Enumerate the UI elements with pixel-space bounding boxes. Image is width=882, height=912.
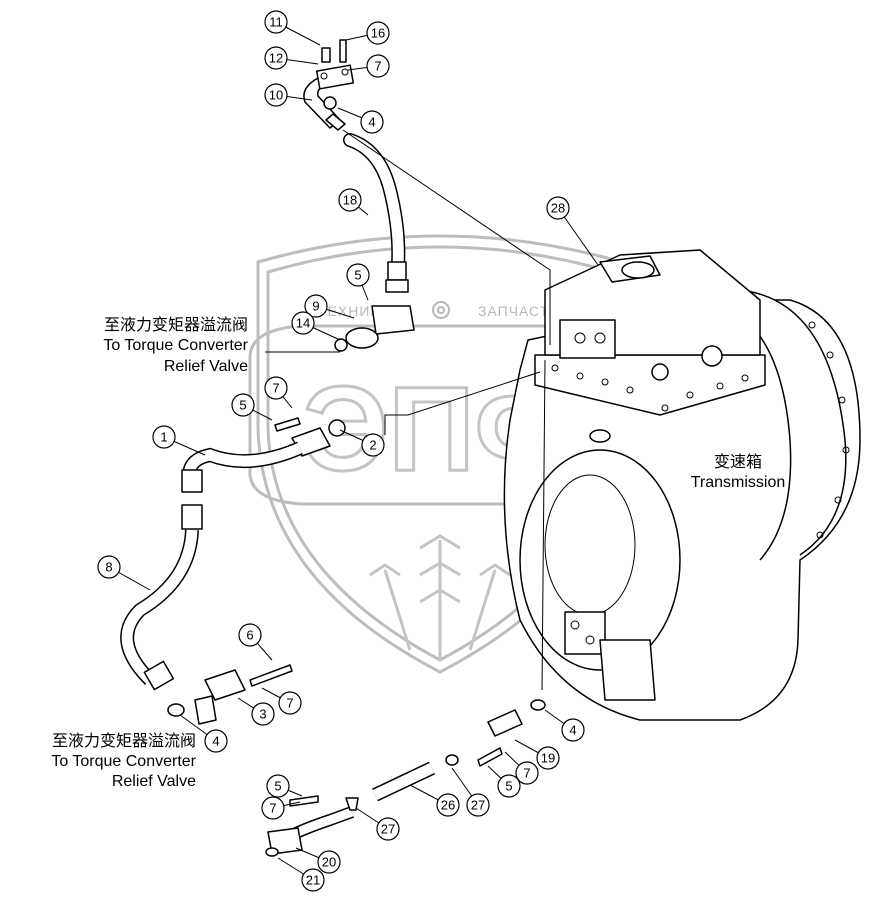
callout-number: 5	[505, 779, 512, 794]
callout-number: 28	[551, 201, 565, 216]
callout-number: 11	[269, 15, 283, 30]
callout-number: 27	[471, 798, 485, 813]
callout-number: 1	[160, 430, 167, 445]
callout-5: 5	[487, 765, 521, 798]
callout-27: 27	[355, 807, 400, 841]
svg-text:Relief Valve: Relief Valve	[164, 358, 248, 375]
callout-27: 27	[451, 767, 490, 817]
watermark-brand-right: ЗАПЧАСТИ	[478, 303, 560, 319]
callout-number: 4	[569, 723, 576, 738]
callout-number: 18	[343, 193, 357, 208]
callout-10: 10	[264, 83, 313, 107]
callout-7: 7	[264, 376, 293, 409]
watermark-brand-left: ТЕХНИКА	[318, 303, 390, 319]
callout-number: 10	[269, 88, 283, 103]
callout-number: 19	[541, 751, 555, 766]
callout-28: 28	[546, 196, 599, 266]
callout-number: 20	[322, 855, 336, 870]
callout-11: 11	[264, 10, 321, 46]
callout-16: 16	[345, 21, 390, 45]
callout-number: 9	[312, 299, 319, 314]
callout-number: 12	[269, 51, 283, 66]
callout-9: 9	[304, 294, 355, 319]
svg-text:Transmission: Transmission	[691, 474, 786, 491]
callout-14: 14	[291, 311, 341, 341]
callout-12: 12	[264, 46, 319, 70]
callout-19: 19	[514, 739, 560, 770]
callout-5: 5	[266, 774, 303, 798]
callout-number: 6	[246, 628, 253, 643]
callout-7: 7	[347, 54, 390, 78]
hose-assembly	[120, 39, 546, 857]
transmission-housing	[503, 249, 861, 721]
callout-7: 7	[261, 687, 302, 715]
callout-4: 4	[337, 107, 384, 134]
callout-20: 20	[295, 847, 341, 874]
label-transmission: 变速箱 Transmission	[691, 453, 786, 491]
callout-1: 1	[152, 425, 206, 456]
label-relief-valve-top: 至液力变矩器溢流阀 To Torque Converter Relief Val…	[103, 316, 248, 375]
callout-number: 7	[269, 801, 276, 816]
svg-text:To Torque Converter: To Torque Converter	[51, 753, 196, 770]
callout-number: 14	[296, 316, 310, 331]
callout-6: 6	[238, 623, 273, 661]
callout-4: 4	[179, 714, 228, 753]
gear-icon	[432, 301, 450, 319]
connection-lines	[265, 129, 551, 691]
callout-number: 8	[105, 560, 112, 575]
callout-26: 26	[409, 784, 460, 817]
svg-text:至液力变矩器溢流阀: 至液力变矩器溢流阀	[52, 732, 196, 750]
callout-3: 3	[237, 697, 275, 726]
callout-number: 2	[369, 438, 376, 453]
svg-text:变速箱: 变速箱	[714, 453, 762, 471]
callout-number: 4	[212, 734, 219, 749]
callout-7: 7	[261, 796, 301, 820]
callout-5: 5	[346, 263, 370, 301]
svg-text:Relief Valve: Relief Valve	[112, 773, 196, 790]
label-relief-valve-bottom: 至液力变矩器溢流阀 To Torque Converter Relief Val…	[51, 732, 196, 790]
callout-number: 27	[381, 822, 395, 837]
callout-number: 21	[306, 873, 320, 888]
svg-text:To Torque Converter: To Torque Converter	[103, 337, 248, 354]
callout-number: 26	[441, 798, 455, 813]
callout-number: 16	[371, 26, 385, 41]
callout-number: 7	[523, 766, 530, 781]
callout-18: 18	[338, 188, 369, 216]
callout-7: 7	[504, 751, 539, 785]
callout-number: 7	[374, 59, 381, 74]
callout-number: 5	[239, 398, 246, 413]
callout-number: 7	[272, 381, 279, 396]
callout-number: 7	[286, 696, 293, 711]
callout-number: 4	[368, 115, 375, 130]
callout-4: 4	[544, 709, 585, 742]
callout-number: 5	[274, 779, 281, 794]
callout-balloons: 1116127104182859147521867344197527265727…	[97, 10, 599, 892]
callout-number: 3	[259, 707, 266, 722]
callout-21: 21	[277, 857, 325, 892]
callout-2: 2	[339, 429, 385, 457]
svg-text:至液力变矩器溢流阀: 至液力变矩器溢流阀	[104, 316, 248, 334]
callout-8: 8	[97, 555, 151, 591]
callout-number: 5	[354, 268, 361, 283]
callout-5: 5	[231, 393, 273, 421]
